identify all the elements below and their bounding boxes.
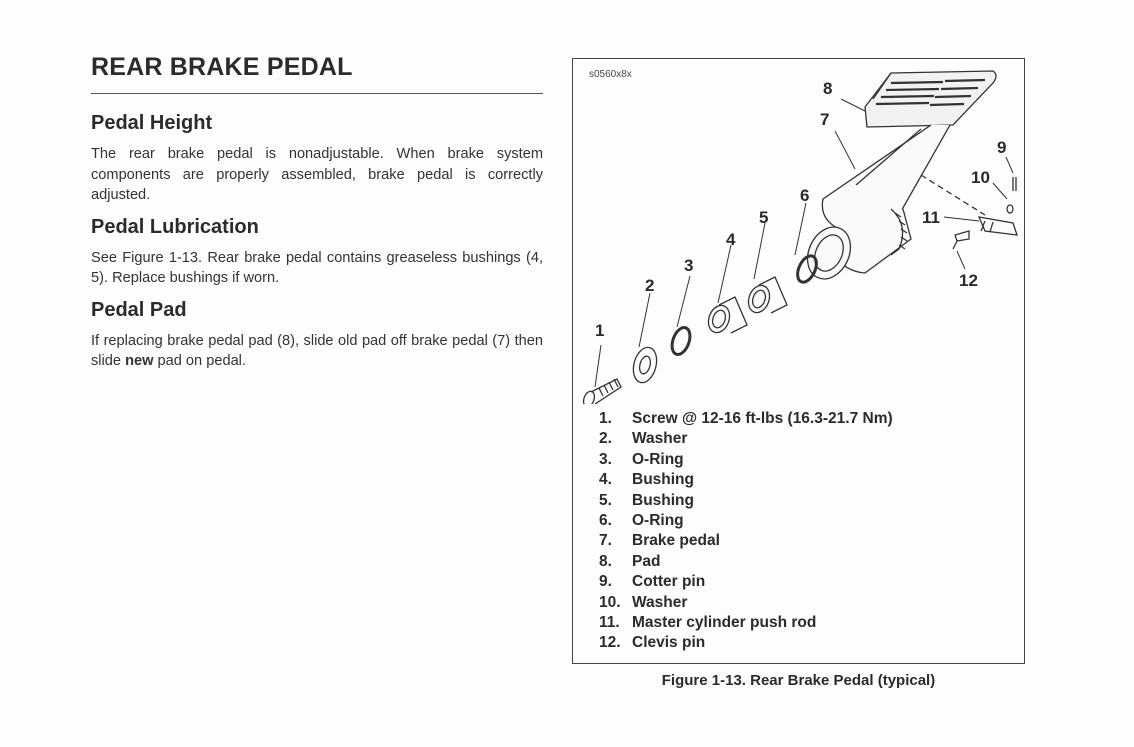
legend-num: 12. (599, 634, 621, 652)
legend-label: O-Ring (632, 511, 684, 529)
legend-item: 5. Bushing (599, 491, 893, 511)
title-rule (91, 93, 543, 94)
pedal-pad-text-2: pad on pedal. (153, 353, 246, 369)
legend-item: 4. Bushing (599, 470, 893, 490)
push-rod-11 (977, 216, 1018, 236)
legend-item: 3. O-Ring (599, 450, 893, 470)
callout-1: 1 (595, 321, 604, 340)
bushing-4 (707, 296, 748, 334)
brake-pedal-exploded-drawing: 1 2 3 4 5 6 7 8 9 10 11 12 (582, 70, 1018, 404)
legend-label: Screw @ 12-16 ft-lbs (16.3-21.7 Nm) (632, 410, 893, 427)
figure-caption: Figure 1-13. Rear Brake Pedal (typical) (661, 672, 936, 689)
callout-9: 9 (997, 138, 1006, 157)
text-column: REAR BRAKE PEDAL Pedal Height The rear b… (91, 52, 543, 372)
legend-item: 8. Pad (599, 552, 893, 572)
washer-10 (1006, 204, 1014, 214)
legend-item: 12. Clevis pin (599, 633, 893, 653)
heading-pedal-height: Pedal Height (91, 112, 213, 134)
page-title: REAR BRAKE PEDAL (91, 53, 353, 81)
bushing-5 (747, 276, 788, 314)
clevis-pin-12 (952, 230, 970, 250)
heading-pedal-pad: Pedal Pad (91, 298, 187, 321)
legend-label: Clevis pin (632, 634, 706, 652)
o-ring-6 (796, 254, 818, 284)
parts-legend: 1. Screw @ 12-16 ft-lbs (16.3-21.7 Nm) 2.… (599, 409, 893, 654)
legend-num: 4. (599, 471, 612, 489)
legend-num: 9. (599, 573, 612, 591)
pedal-pad-text-1: If replacing brake pedal pad (8), slide … (91, 332, 543, 370)
legend-num: 6. (599, 511, 612, 529)
callout-10: 10 (971, 168, 990, 187)
para-pedal-lubrication: See Figure 1-13. Rear brake pedal contai… (91, 249, 543, 287)
legend-num: 10. (599, 593, 621, 611)
legend-label: Cotter pin (632, 573, 706, 591)
legend-num: 2. (599, 430, 612, 448)
para-pedal-height: The rear brake pedal is nonadjustable. W… (91, 146, 543, 203)
legend-label: O-Ring (632, 450, 684, 468)
legend-num: 3. (599, 450, 612, 468)
callout-7: 7 (820, 110, 829, 129)
legend-item: 11. Master cylinder push rod (599, 613, 893, 633)
legend-label: Pad (632, 552, 661, 570)
cotter-pin-9 (1012, 177, 1017, 191)
legend-item: 10. Washer (599, 593, 893, 613)
legend-label: Bushing (632, 471, 694, 489)
figure-box: s0560x8x (572, 58, 1025, 664)
legend-label: Washer (632, 430, 688, 448)
o-ring-3 (670, 326, 692, 356)
legend-label: Master cylinder push rod (632, 613, 817, 631)
legend-item: 6. O-Ring (599, 511, 893, 531)
callout-11: 11 (922, 208, 940, 227)
callout-labels: 1 2 3 4 5 6 7 8 9 10 11 12 (595, 79, 1006, 340)
legend-label: Bushing (632, 491, 694, 509)
callout-12: 12 (959, 271, 978, 290)
screw-1 (582, 378, 622, 404)
legend-item: 1. Screw @ 12-16 ft-lbs (16.3-21.7 Nm) (599, 409, 893, 429)
callout-2: 2 (645, 276, 654, 295)
legend-item: 2. Washer (599, 429, 893, 449)
brake-pedal-part (806, 124, 951, 280)
legend-label: Brake pedal (632, 532, 720, 550)
washer-2 (632, 346, 658, 384)
heading-pedal-lubrication: Pedal Lubrication (91, 215, 259, 238)
callout-3: 3 (684, 256, 693, 275)
legend-num: 1. (599, 410, 612, 427)
legend-num: 7. (599, 532, 612, 550)
legend-item: 7. Brake pedal (599, 531, 893, 551)
pad-part (864, 70, 997, 128)
legend-item: 9. Cotter pin (599, 572, 893, 592)
legend-num: 5. (599, 491, 612, 509)
legend-label: Washer (632, 593, 688, 611)
legend-num: 11. (599, 613, 620, 631)
para-pedal-pad: If replacing brake pedal pad (8), slide … (91, 331, 543, 372)
callout-4: 4 (726, 230, 736, 249)
callout-6: 6 (800, 186, 809, 205)
figure-code: s0560x8x (589, 69, 632, 80)
legend-num: 8. (599, 552, 612, 570)
callout-5: 5 (759, 208, 768, 227)
callout-8: 8 (823, 79, 832, 98)
pedal-pad-text-bold: new (125, 353, 154, 369)
